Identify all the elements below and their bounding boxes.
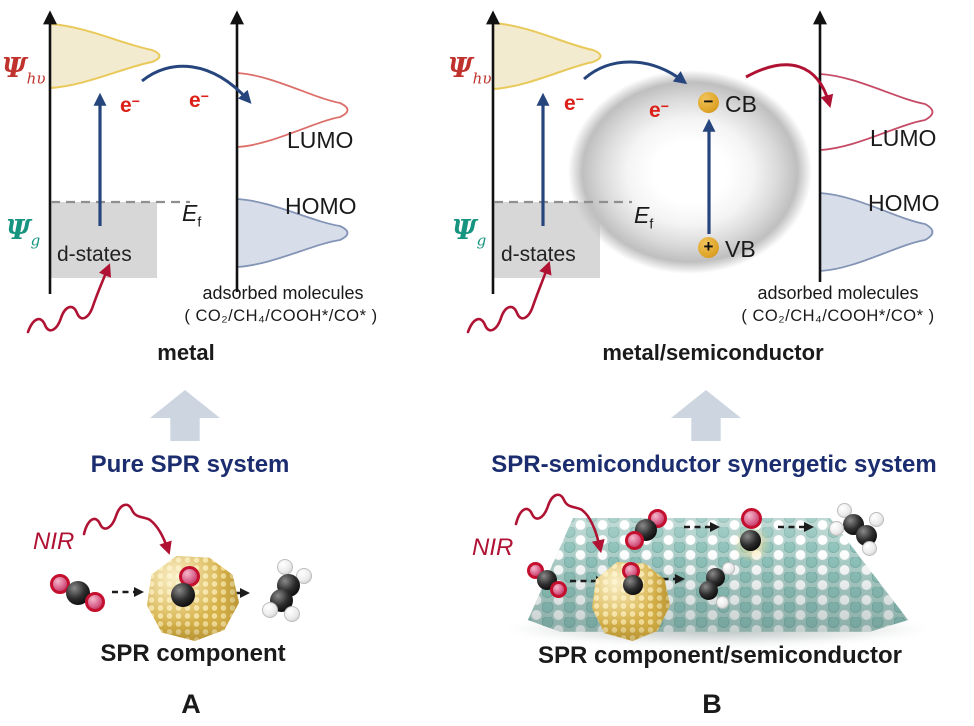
cb-label: CB [725,91,757,117]
c-atom [623,575,643,595]
gold-nanoparticle-b [592,562,670,641]
psi-g-subscript: g [476,231,487,250]
transfer-arc-b-metal-to-cb [583,60,688,85]
lumo-label-b: LUMO [870,125,937,151]
homo-label-a: HOMO [285,193,357,219]
c-atom [699,581,718,600]
adsorbed-molecules-label-a: adsorbed molecules [202,283,364,303]
ef-symbol: E [634,202,650,228]
o-atom [85,592,105,612]
e-symbol: e [649,99,661,122]
nir-label-b: NIR [472,534,514,561]
lumo-peak-a [236,72,349,148]
homo-label-b: HOMO [868,190,940,216]
photon-arrow-b [466,261,552,334]
o-atom [741,508,762,529]
e-superscript: − [131,93,140,109]
h-atom [277,559,293,575]
psi-symbol: Ψ [448,53,473,84]
semiconductor-ellipse [568,70,812,274]
electron-label-b2: e− [649,98,669,122]
vb-label: VB [725,236,756,262]
adsorbed-species-formula-a: ( CO₂/CH₄/COOH*/CO* ) [184,307,378,325]
c-atom [171,583,195,607]
h-atom [262,602,278,618]
h-atom [716,596,729,609]
component-label-a: SPR component [100,640,286,667]
cb-electron-badge: − [698,92,719,113]
material-label-a: metal [157,340,215,365]
e-symbol: e [120,94,132,117]
system-title-a: Pure SPR system [90,451,290,478]
lumo-peak-b [819,73,934,151]
psi-hv-label-b: Ψhυ [448,54,491,87]
e-superscript: − [200,88,209,104]
o-atom [550,581,567,598]
ef-subscript: f [197,213,202,230]
transfer-arc-a [141,64,252,104]
psi-symbol: Ψ [452,215,477,246]
psi-g-label-b: Ψg [452,216,486,249]
vb-sign: + [703,237,714,256]
e-symbol: e [564,92,576,115]
c-atom [740,530,761,551]
adsorbed-molecules-label-b: adsorbed molecules [757,283,919,303]
h-atom [829,521,844,536]
e-superscript: − [660,98,669,114]
system-title-b: SPR-semiconductor synergetic system [491,451,937,478]
psi-symbol: Ψ [2,53,27,84]
photon-arrow-a [26,263,111,334]
cb-sign: − [703,92,714,111]
psi-hv-subscript: hυ [472,69,492,88]
e-superscript: − [575,91,584,107]
electron-label-a1: e− [120,93,140,117]
panel-label-b: B [702,689,722,719]
material-label-b: metal/semiconductor [602,340,824,365]
h-atom [296,568,312,584]
vb-hole-badge: + [698,237,719,258]
ef-symbol: E [182,200,198,226]
d-states-label-a: d-states [57,243,132,266]
e-symbol: e [189,89,201,112]
plasmon-peak-b [492,21,602,91]
plasmon-peak-a [49,22,161,90]
electron-label-b1: e− [564,91,584,115]
nir-arrow-a [82,503,172,555]
electron-label-a2: e− [189,88,209,112]
fermi-level-label-b: Ef [634,202,654,232]
psi-hv-label-a: Ψhυ [2,54,45,87]
fermi-level-label-a: Ef [182,200,202,230]
transfer-arc-b-cb-to-lumo [745,63,834,109]
component-label-b: SPR component/semiconductor [537,642,903,669]
psi-g-subscript: g [30,231,41,250]
h-atom [722,562,735,575]
adsorbed-species-formula-b: ( CO₂/CH₄/COOH*/CO* ) [741,307,935,325]
homo-peak-b [819,192,934,272]
nir-label-a: NIR [33,528,75,555]
psi-g-label-a: Ψg [6,216,40,249]
h-atom [284,606,300,622]
panel-label-a: A [181,689,201,719]
nir-arrow-b [514,493,605,554]
d-states-label-b: d-states [501,243,576,266]
o-atom [625,531,644,550]
h-atom [862,541,877,556]
c-atom [856,525,877,546]
psi-symbol: Ψ [6,215,31,246]
lumo-label-a: LUMO [287,127,354,153]
psi-hv-subscript: hυ [26,69,46,88]
homo-peak-a [236,198,349,268]
ef-subscript: f [649,215,654,232]
h-atom [869,512,884,527]
